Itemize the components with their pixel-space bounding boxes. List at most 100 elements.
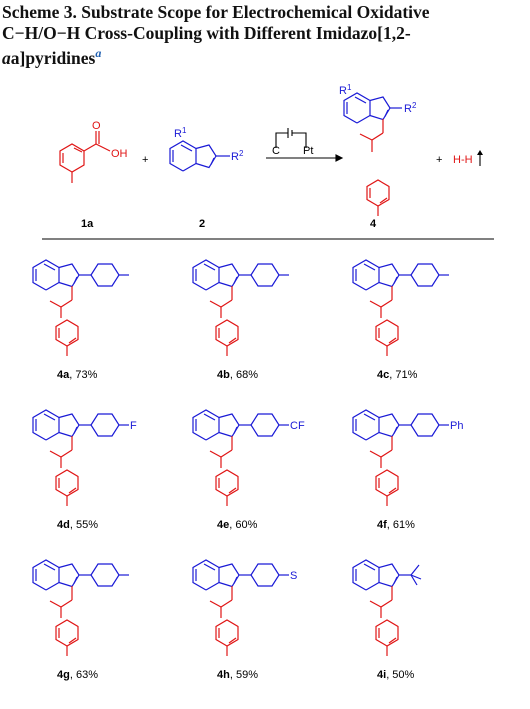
compound-id: 4f bbox=[377, 519, 387, 531]
imidazopyridine-core bbox=[192, 409, 240, 441]
ester-bond bbox=[220, 449, 233, 458]
carbonyl-bond bbox=[369, 450, 382, 458]
compound-id: 4b bbox=[217, 369, 230, 381]
carbonyl-bond bbox=[209, 300, 222, 308]
product-grid: 4a, 73% 4b, 68% 4c, 71% F4d, 55% CF 4e, 60% Ph… bbox=[32, 259, 463, 681]
product-4h: S 4h, 59% bbox=[192, 559, 297, 681]
acid-1a-structure bbox=[59, 131, 111, 183]
substituent-label: S bbox=[290, 570, 297, 582]
label-1a: 1a bbox=[81, 218, 94, 230]
ester-bond bbox=[60, 449, 73, 458]
compound-id: 4h bbox=[217, 669, 230, 681]
label-4: 4 bbox=[370, 218, 377, 230]
aryl-ring bbox=[90, 263, 120, 287]
substituent-label: Ph bbox=[450, 420, 463, 432]
tolyl-ring bbox=[55, 469, 79, 507]
imidazopyridine-core bbox=[352, 409, 400, 441]
ester-bond bbox=[380, 299, 393, 308]
imidazopyridine-core bbox=[32, 559, 80, 591]
electrode-c-label: C bbox=[272, 145, 280, 157]
footnote-marker: a bbox=[95, 46, 102, 60]
tbutyl-bond bbox=[410, 574, 418, 586]
tbutyl-bond bbox=[410, 574, 422, 580]
compound-id: 4g bbox=[57, 669, 70, 681]
product-4f: Ph 4f, 61% bbox=[352, 409, 463, 531]
product-4e: CF 4e, 60% bbox=[192, 409, 305, 531]
ester-bond bbox=[380, 599, 393, 608]
tolyl-ring bbox=[375, 469, 399, 507]
r2-label: R2 bbox=[231, 149, 244, 163]
acid-oh-label: OH bbox=[111, 148, 128, 160]
compound-label: 4h, 59% bbox=[217, 669, 258, 681]
compound-yield: , 59% bbox=[230, 669, 258, 681]
title-line-2: C−H/O−H Cross-Coupling with Different Im… bbox=[2, 22, 411, 43]
title-line-3: aa]pyridinesa bbox=[2, 46, 102, 68]
carbonyl-bond bbox=[369, 600, 382, 608]
acid-o-label: O bbox=[92, 120, 101, 132]
tolyl-ring bbox=[215, 619, 239, 657]
imidazopyridine-core bbox=[32, 259, 80, 291]
gas-evolution-arrow bbox=[477, 150, 483, 166]
imidazopyridine-core bbox=[192, 559, 240, 591]
compound-label: 4g, 63% bbox=[57, 669, 98, 681]
imidazopyridine-core bbox=[32, 409, 80, 441]
ester-bond bbox=[220, 599, 233, 608]
compound-yield: , 63% bbox=[70, 669, 98, 681]
compound-label: 4f, 61% bbox=[377, 519, 415, 531]
product-4i: 4i, 50% bbox=[352, 559, 422, 681]
compound-yield: , 71% bbox=[389, 369, 417, 381]
ester-bond bbox=[60, 299, 73, 308]
compound-id: 4d bbox=[57, 519, 70, 531]
ester-bond bbox=[60, 599, 73, 608]
compound-label: 4i, 50% bbox=[377, 669, 415, 681]
carbonyl-bond bbox=[209, 600, 222, 608]
aryl-ring bbox=[250, 563, 280, 587]
title-line-1: Scheme 3. Substrate Scope for Electroche… bbox=[2, 2, 430, 22]
tolyl-ring bbox=[375, 619, 399, 657]
product-4b: 4b, 68% bbox=[192, 259, 289, 381]
plus-sign-2: + bbox=[436, 154, 442, 166]
plus-sign-1: + bbox=[142, 154, 148, 166]
compound-id: 4c bbox=[377, 369, 389, 381]
scheme-title: Scheme 3. Substrate Scope for Electroche… bbox=[2, 2, 528, 68]
compound-id: 4i bbox=[377, 669, 386, 681]
compound-yield: , 73% bbox=[69, 369, 97, 381]
tolyl-ring bbox=[375, 319, 399, 357]
product-4-structure bbox=[343, 92, 402, 217]
aryl-ring bbox=[250, 263, 280, 287]
product-r2-label: R2 bbox=[404, 101, 417, 115]
compound-yield: , 60% bbox=[229, 519, 257, 531]
ester-bond bbox=[380, 449, 393, 458]
compound-label: 4c, 71% bbox=[377, 369, 418, 381]
imidazopyridine-core bbox=[352, 259, 400, 291]
aryl-ring bbox=[90, 413, 120, 437]
compound-id: 4e bbox=[217, 519, 229, 531]
compound-label: 4b, 68% bbox=[217, 369, 258, 381]
carbonyl-bond bbox=[49, 600, 62, 608]
substituent-label: CF bbox=[290, 420, 305, 432]
tolyl-ring bbox=[215, 319, 239, 357]
imidazopyridine-2-structure bbox=[169, 140, 230, 172]
tolyl-ring bbox=[55, 319, 79, 357]
tbutyl-bond bbox=[410, 564, 420, 576]
product-r1-label: R1 bbox=[339, 83, 352, 97]
compound-yield: , 55% bbox=[70, 519, 98, 531]
product-4a: 4a, 73% bbox=[32, 259, 129, 381]
tolyl-ring bbox=[215, 469, 239, 507]
product-4c: 4c, 71% bbox=[352, 259, 449, 381]
carbonyl-bond bbox=[209, 450, 222, 458]
label-2: 2 bbox=[199, 218, 205, 230]
compound-id: 4a bbox=[57, 369, 70, 381]
product-4d: F4d, 55% bbox=[32, 409, 137, 531]
compound-yield: , 68% bbox=[230, 369, 258, 381]
carbonyl-bond bbox=[49, 300, 62, 308]
imidazopyridine-core bbox=[352, 559, 400, 591]
compound-label: 4a, 73% bbox=[57, 369, 98, 381]
compound-yield: , 50% bbox=[386, 669, 414, 681]
aryl-ring bbox=[410, 413, 440, 437]
carbonyl-bond bbox=[49, 450, 62, 458]
electrolysis-arrow bbox=[266, 128, 344, 162]
tolyl-ring bbox=[55, 619, 79, 657]
product-4g: 4g, 63% bbox=[32, 559, 129, 681]
